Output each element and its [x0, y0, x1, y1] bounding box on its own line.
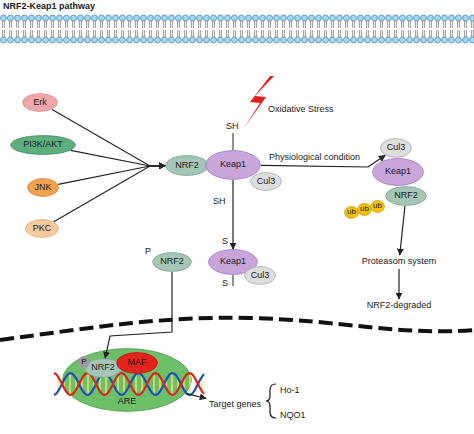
node-shape — [251, 173, 282, 191]
node-shape — [206, 151, 261, 180]
thiol-label: SH — [226, 121, 239, 131]
node-text: NRF2 — [394, 191, 418, 201]
arrow-connector — [105, 272, 172, 358]
kinase-oval: PI3K/AKT — [10, 135, 76, 155]
node-text: ub — [347, 208, 356, 217]
node-text: Keap1 — [385, 167, 411, 177]
arrow-connector — [52, 110, 165, 166]
arrow-connector — [400, 206, 405, 255]
dna-rung — [135, 374, 136, 394]
stimulus-label: Oxidative Stress — [268, 104, 334, 114]
node-shape — [28, 179, 59, 197]
node-text: Keap1 — [220, 160, 246, 170]
node-shape — [358, 204, 372, 216]
node-text: Erk — [33, 98, 47, 108]
gene-label: NQO1 — [280, 410, 306, 420]
nuclear-membrane — [0, 318, 474, 340]
protein-oval: MAF — [116, 352, 158, 374]
process-text: Target genes — [206, 398, 264, 412]
lightning-bolt — [244, 76, 274, 128]
protein-oval: Keap1 — [205, 150, 261, 180]
node-shape — [345, 207, 359, 219]
node-text: NRF2 — [175, 161, 199, 171]
node-shape — [26, 220, 59, 238]
node-text: MAF — [128, 358, 147, 368]
kinase-oval: JNK — [27, 178, 59, 197]
ubiquitin-circle: ub — [370, 200, 385, 213]
thiol-bond — [233, 133, 234, 150]
edge-label: Physiological condition — [269, 152, 360, 162]
protein-oval: NRF2 — [152, 252, 192, 272]
node-shape — [11, 136, 76, 155]
node-text: Proteasom system — [362, 257, 437, 267]
node-shape — [373, 159, 424, 186]
process-text: Proteasom system — [356, 255, 442, 269]
arrow-connector — [186, 394, 206, 399]
diagram-title: NRF2-Keap1 pathway — [3, 1, 95, 11]
dna-rung — [69, 373, 70, 395]
dna-rung — [189, 373, 190, 395]
arrow-connector — [71, 150, 165, 166]
node-text: Keap1 — [220, 257, 246, 267]
node-shape — [386, 187, 427, 206]
ubiquitin-circle: ub — [357, 203, 372, 216]
node-text: NRF2 — [160, 257, 184, 267]
dna-rung — [87, 373, 88, 395]
kinase-oval: Erk — [22, 93, 58, 112]
protein-oval: NRF2 — [165, 155, 209, 176]
node-shape — [381, 139, 412, 158]
thiol-label: SH — [213, 196, 226, 206]
protein-oval: Keap1 — [372, 158, 424, 186]
node-text: Cul3 — [251, 271, 270, 281]
node-text: PKC — [33, 224, 52, 234]
arrow-connector — [54, 166, 165, 222]
dna-rung — [171, 373, 172, 395]
node-shape — [245, 267, 276, 285]
node-text: NRF2 — [91, 363, 115, 373]
protein-oval: Cul3 — [250, 172, 282, 191]
node-text: ARE — [118, 397, 137, 407]
cell-membrane — [0, 14, 474, 44]
ubiquitin-circle: ub — [344, 206, 359, 219]
node-shape — [117, 353, 158, 374]
disulfide-label: S — [222, 278, 228, 288]
node-text: Cul3 — [257, 177, 276, 187]
node-text: JNK — [34, 183, 51, 193]
node-shape — [153, 253, 192, 272]
node-shape — [85, 359, 122, 378]
arrow-connector — [58, 166, 165, 185]
protein-oval: NRF2 — [385, 186, 427, 206]
node-shape — [371, 201, 385, 213]
node-text: NRF2-degraded — [367, 301, 432, 311]
gene-bracket — [266, 384, 276, 418]
node-shape — [23, 94, 58, 112]
node-text: Cul3 — [387, 143, 406, 153]
protein-oval: Cul3 — [380, 138, 412, 158]
node-text: ub — [373, 202, 382, 211]
node-text: Target genes — [209, 400, 261, 410]
gene-label: Ho-1 — [280, 385, 300, 395]
node-text: PI3K/AKT — [23, 140, 63, 150]
dna-rung — [123, 374, 124, 394]
kinase-oval: PKC — [25, 219, 59, 238]
arrow-connector — [398, 269, 399, 299]
dna-strand — [54, 373, 204, 395]
disulfide-bond — [233, 275, 234, 286]
disulfide-label: S — [222, 236, 228, 246]
phospho-label: P — [78, 356, 90, 368]
arrow-connector — [232, 180, 233, 249]
node-text: ub — [360, 205, 369, 214]
phospho-label: P — [145, 246, 151, 256]
process-text: NRF2-degraded — [358, 299, 440, 313]
dna-rung — [153, 373, 154, 394]
dna-strand — [54, 373, 204, 395]
node-shape — [166, 156, 209, 176]
protein-oval: Cul3 — [244, 266, 276, 285]
